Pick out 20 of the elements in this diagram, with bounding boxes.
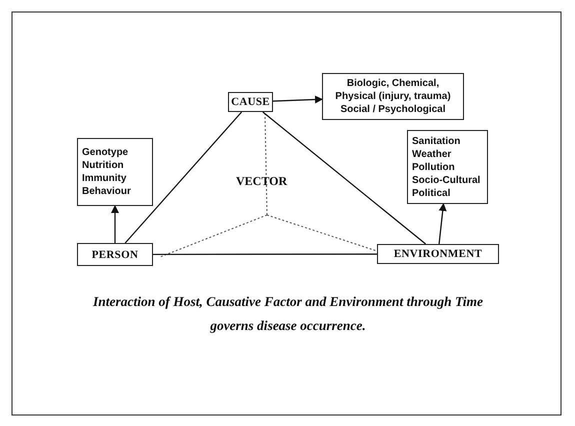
connector-line bbox=[153, 254, 377, 256]
connector-line bbox=[262, 112, 426, 244]
box-text: PERSON bbox=[92, 248, 138, 260]
label-box bbox=[377, 244, 499, 264]
label-box bbox=[322, 73, 464, 120]
label-box bbox=[228, 92, 273, 112]
box-text: Genotype Nutrition Immunity Behaviour bbox=[82, 146, 132, 198]
label-box bbox=[407, 130, 488, 204]
label-text: VECTOR bbox=[236, 174, 288, 189]
box-text: CAUSE bbox=[231, 96, 270, 108]
box-text: Biologic, Chemical, Physical (injury, trauma) Social / Psychological bbox=[334, 77, 452, 116]
arrow bbox=[111, 205, 119, 243]
connector-line bbox=[124, 112, 242, 244]
label-box bbox=[77, 138, 153, 206]
label-box bbox=[77, 243, 153, 266]
arrow bbox=[272, 96, 323, 104]
caption: Interaction of Host, Causative Factor and Environment through Time governs disease occurrence. bbox=[92, 293, 484, 335]
box-text: Sanitation Weather Pollution Socio-Cultural Political bbox=[412, 134, 482, 200]
box-text: ENVIRONMENT bbox=[394, 248, 482, 260]
arrow bbox=[438, 203, 447, 244]
